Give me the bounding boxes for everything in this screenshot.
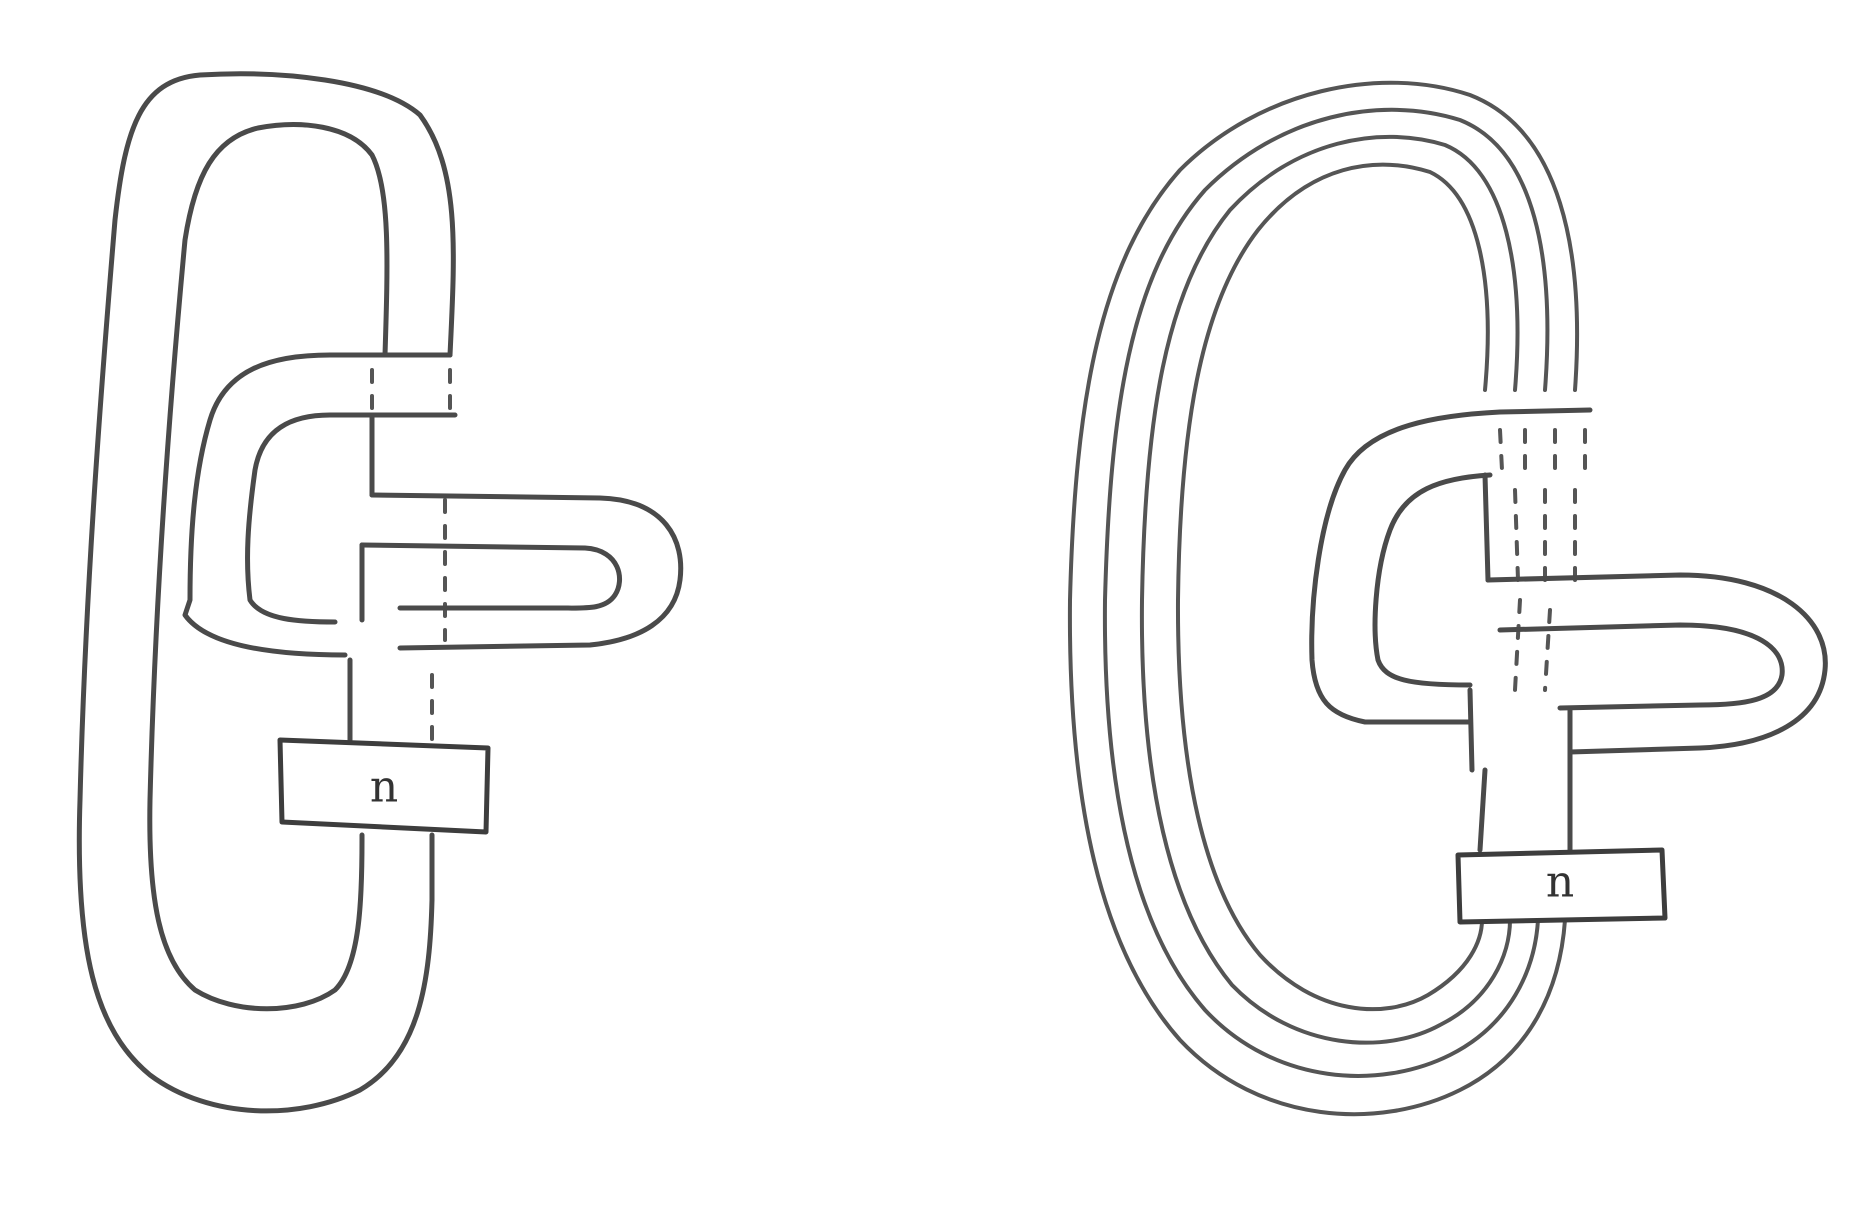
- left-center-strip-hidden: [372, 370, 450, 740]
- left-label-box: n: [280, 740, 488, 832]
- right-finger-outer-edge: [1488, 575, 1825, 752]
- left-figure: n: [79, 74, 680, 1111]
- right-label-box: n: [1458, 850, 1665, 922]
- right-figure: n: [1070, 83, 1825, 1114]
- left-finger-outer-edge: [372, 495, 681, 648]
- left-outer-loop-edge: [79, 74, 453, 1111]
- right-loop-4: [1178, 165, 1488, 1009]
- right-arch-outer-edge: [1312, 410, 1590, 722]
- left-center-strip-left: [350, 415, 372, 740]
- right-center-strands: [1470, 475, 1570, 850]
- left-finger-inner-edge: [362, 545, 620, 608]
- right-arch-inner-edge: [1375, 475, 1490, 685]
- left-box-label: n: [370, 762, 398, 813]
- left-arch-inner-edge: [248, 415, 455, 622]
- right-box-label: n: [1546, 857, 1574, 908]
- left-inner-loop-edge: [150, 125, 387, 1009]
- right-center-strands-hidden: [1500, 430, 1585, 690]
- right-finger-inner-edge: [1500, 625, 1782, 708]
